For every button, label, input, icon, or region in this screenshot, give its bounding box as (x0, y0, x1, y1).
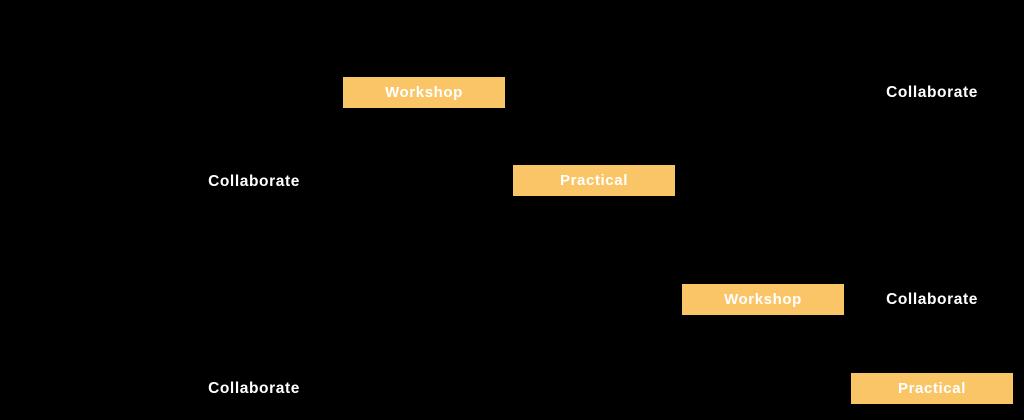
schedule-cell-collaborate: Collaborate (208, 173, 300, 190)
schedule-cell-workshop[interactable]: Workshop (682, 284, 844, 315)
schedule-cell-collaborate: Collaborate (886, 84, 978, 101)
schedule-cell-practical[interactable]: Practical (851, 373, 1013, 404)
schedule-cell-practical[interactable]: Practical (513, 165, 675, 196)
schedule-cell-collaborate: Collaborate (886, 291, 978, 308)
schedule-cell-workshop[interactable]: Workshop (343, 77, 505, 108)
schedule-cell-collaborate: Collaborate (208, 380, 300, 397)
